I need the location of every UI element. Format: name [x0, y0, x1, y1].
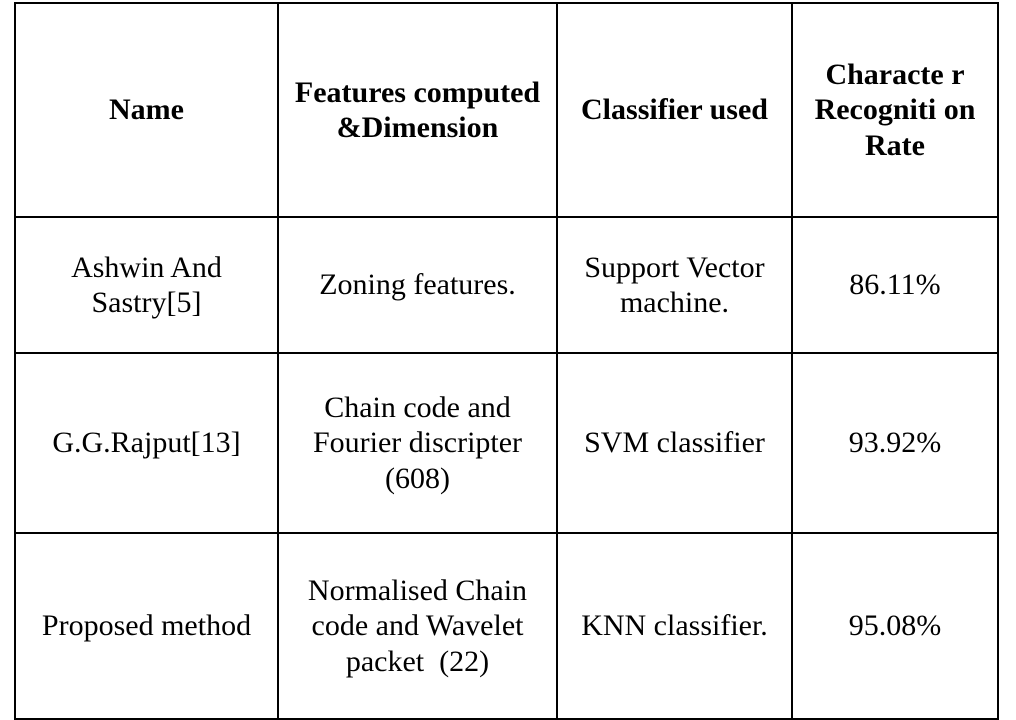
table-header: Name Features computed &Dimension Classi…	[14, 2, 999, 218]
comparison-table: Name Features computed &Dimension Classi…	[14, 2, 999, 720]
table-header-row: Name Features computed &Dimension Classi…	[14, 2, 999, 218]
column-header-character-recognition-rate: Characte r Recogniti on Rate	[791, 2, 999, 218]
cell-features: Chain code and Fourier discripter (608)	[277, 352, 558, 534]
cell-recognition-rate: 95.08%	[791, 532, 999, 720]
column-header-name: Name	[14, 2, 279, 218]
cell-classifier: Support Vector machine.	[556, 216, 793, 354]
column-header-classifier-used: Classifier used	[556, 2, 793, 218]
table-row: Proposed method Normalised Chain code an…	[14, 532, 999, 720]
document-page: Name Features computed &Dimension Classi…	[14, 2, 999, 720]
table-body: Ashwin And Sastry[5] Zoning features. Su…	[14, 216, 999, 720]
cell-features: Zoning features.	[277, 216, 558, 354]
table-row: G.G.Rajput[13] Chain code and Fourier di…	[14, 352, 999, 534]
cell-name: Ashwin And Sastry[5]	[14, 216, 279, 354]
cell-name: Proposed method	[14, 532, 279, 720]
table-row: Ashwin And Sastry[5] Zoning features. Su…	[14, 216, 999, 354]
cell-name: G.G.Rajput[13]	[14, 352, 279, 534]
cell-classifier: SVM classifier	[556, 352, 793, 534]
cell-recognition-rate: 86.11%	[791, 216, 999, 354]
cell-features: Normalised Chain code and Wavelet packet…	[277, 532, 558, 720]
cell-recognition-rate: 93.92%	[791, 352, 999, 534]
cell-classifier: KNN classifier.	[556, 532, 793, 720]
column-header-features-computed-dimension: Features computed &Dimension	[277, 2, 558, 218]
